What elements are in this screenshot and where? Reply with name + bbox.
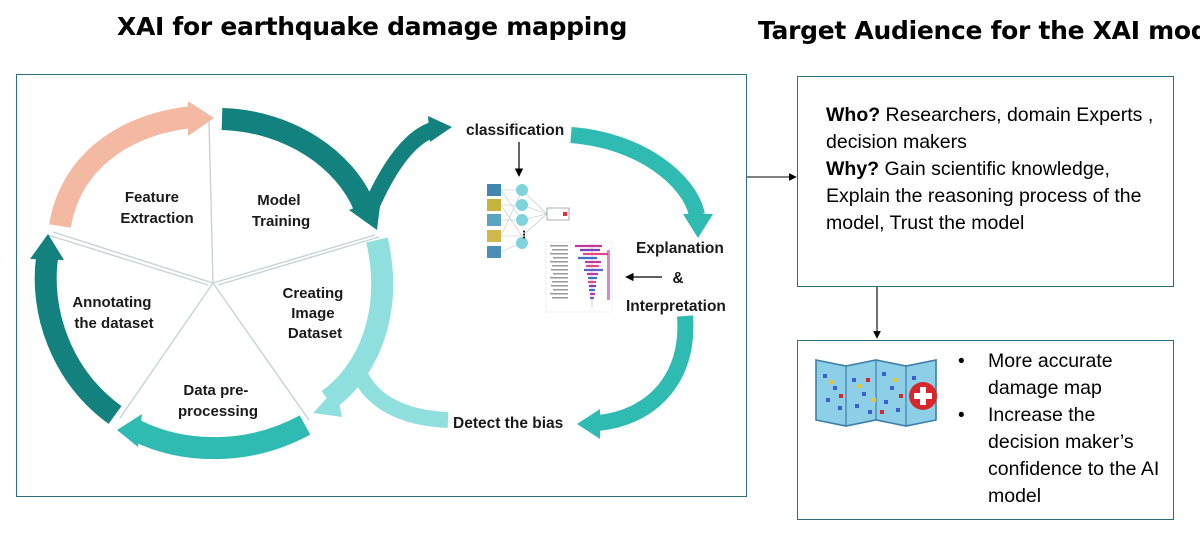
label-annotating-dataset: Annotating the dataset [72,294,155,332]
arc-to-classification [364,122,436,209]
arc-to-explanation-head [683,214,713,238]
label-feature-extraction: Feature Extraction [120,189,193,227]
label-explanation: Explanation [636,240,724,257]
cycle-arcs [30,101,394,460]
who-label: Who? [826,104,881,126]
arc-data-preprocessing-head [117,414,142,447]
shap-plot-icon [545,241,613,313]
spoke-left [52,231,214,284]
label-ampersand: & [672,270,683,287]
arc-to-classification-head [428,116,452,142]
arc-feature-extraction-head [188,101,214,136]
arc-data-preprocessing [130,415,311,460]
label-data-preprocessing: Data pre- processing [178,382,258,420]
why-text: Gain scientific knowledge, Explain the r… [826,158,1142,234]
arc-creating-dataset-head [313,388,342,417]
spoke-bottom-right [212,282,310,421]
arc-feature-extraction [49,106,194,229]
arc-model-training-head [349,198,381,230]
flow-arcs [352,116,713,439]
arc-bias-feedback [352,371,449,428]
arc-model-training [221,108,375,211]
label-interpretation: Interpretation [626,298,726,315]
label-classification: classification [466,122,564,139]
label-model-training: Model Training [252,192,310,230]
spoke-bottom-left [119,282,214,419]
audience-description: Who? Researchers, domain Experts , decis… [826,102,1166,237]
spoke-top [208,119,214,284]
audience-title: Target Audience for the XAI model [758,16,1200,45]
why-label: Why? [826,158,880,180]
main-title: XAI for earthquake damage mapping [117,12,628,41]
label-creating-image-dataset: Creating Image Dataset [282,285,347,342]
neural-network-icon: ⋮ [487,184,570,258]
benefit-item: More accurate damage map [958,348,1168,402]
audience-box [797,76,1174,287]
arc-annotating-head [30,234,64,260]
arc-to-explanation [570,127,705,218]
spoke-right [212,234,376,284]
arc-annotating [34,256,122,424]
label-detect-bias: Detect the bias [453,415,563,432]
who-text: Researchers, domain Experts , decision m… [826,104,1154,153]
svg-text:⋮: ⋮ [519,230,529,241]
benefits-list: More accurate damage map Increase the de… [958,348,1168,510]
arc-to-detect-bias [597,315,694,431]
cycle-divider-lines [47,119,380,421]
medical-cross-icon [909,382,937,410]
arc-to-detect-bias-head [577,409,600,439]
damage-map-icon [815,359,937,427]
arc-creating-dataset [321,237,394,409]
benefit-item: Increase the decision maker’s confidence… [958,402,1168,510]
